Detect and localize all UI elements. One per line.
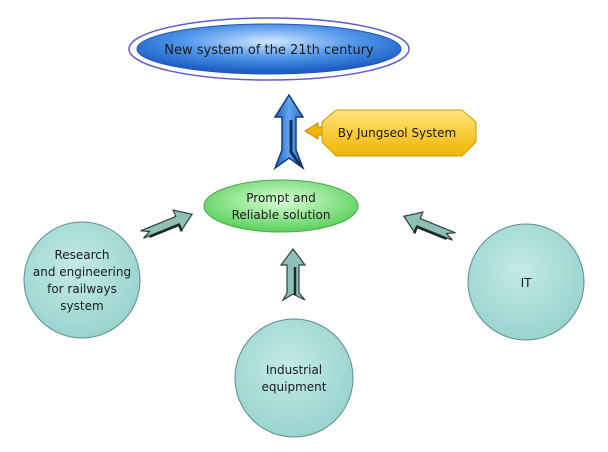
arrow-industrial-to-center — [279, 248, 307, 302]
arrow-research-to-center — [140, 209, 194, 239]
title-text: New system of the 21th century — [164, 43, 374, 58]
title-node: New system of the 21th century — [128, 17, 410, 81]
research-text-line-1: Research — [54, 248, 109, 262]
industrial-node: Industrial equipment — [234, 318, 354, 438]
research-text-line-2: and engineering — [33, 265, 131, 279]
it-text: IT — [521, 276, 533, 290]
it-node: IT — [467, 223, 585, 341]
industrial-text-line-1: Industrial — [266, 363, 322, 377]
research-node: Research and engineering for railways sy… — [23, 221, 141, 339]
research-text-line-3: for railways — [47, 282, 117, 296]
callout-node: By Jungseol System — [304, 109, 477, 157]
callout-text: By Jungseol System — [338, 126, 456, 140]
up-arrow-to-title — [273, 93, 305, 171]
industrial-text-line-2: equipment — [262, 380, 327, 394]
research-text-line-4: system — [60, 299, 103, 313]
arrow-it-to-center — [402, 211, 456, 241]
center-text-line-2: Reliable solution — [232, 208, 331, 222]
center-text-line-1: Prompt and — [246, 191, 315, 205]
center-node: Prompt and Reliable solution — [203, 179, 359, 233]
